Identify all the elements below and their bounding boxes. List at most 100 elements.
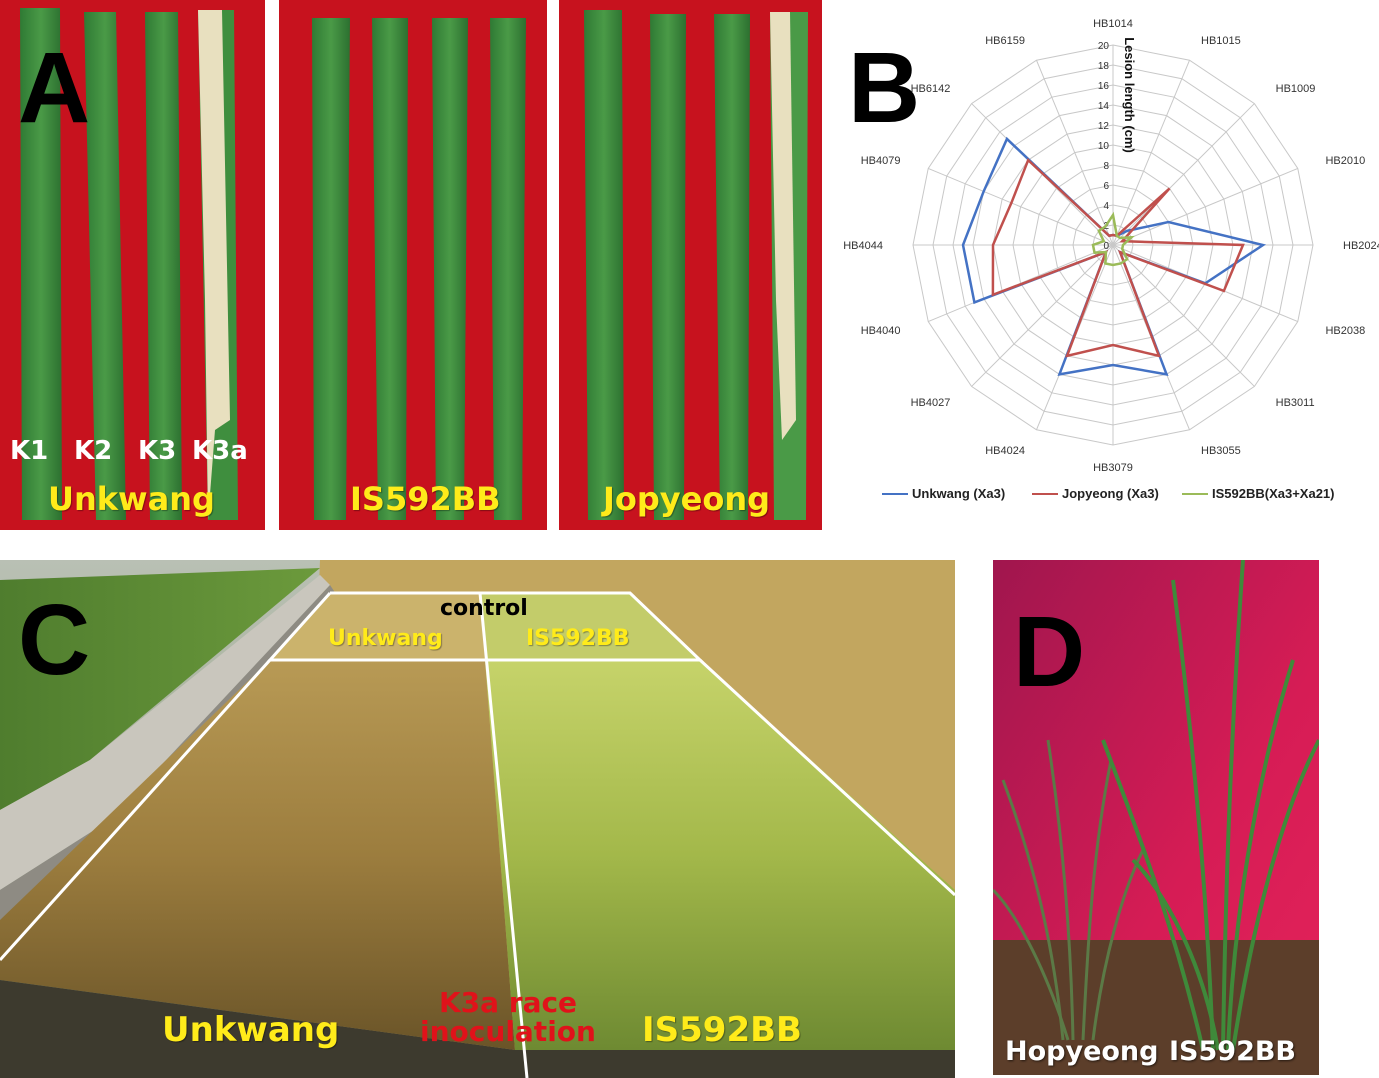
field-photo — [0, 560, 955, 1078]
legend-text-is592bb: IS592BB(Xa3+Xa21) — [1212, 486, 1335, 501]
tick-label-8: 8 — [1103, 161, 1109, 172]
panel-a-letter: A — [18, 32, 91, 144]
spoke-hb6159 — [1036, 60, 1114, 246]
panel-d: D Hopyeong IS592BB — [993, 560, 1319, 1075]
panel-c-letter: C — [18, 584, 91, 696]
spoke-hb1015 — [1112, 60, 1190, 246]
category-label-hb3079: HB3079 — [1093, 462, 1133, 474]
control-is592bb-label: IS592BB — [526, 626, 630, 651]
legend-swatch-is592bb — [1182, 492, 1208, 495]
legend-text-unkwang: Unkwang (Xa3) — [912, 486, 1006, 501]
leaf-label-k3: K3 — [138, 436, 177, 466]
hopyeong-label: Hopyeong — [1005, 1036, 1159, 1067]
panel-c: C control Unkwang IS592BB K3a race inocu… — [0, 560, 955, 1078]
legend-text-jopyeong: Jopyeong (Xa3) — [1062, 486, 1159, 501]
spoke-hb4079 — [928, 168, 1114, 246]
leaf-is-4 — [490, 18, 526, 520]
category-label-hb2010: HB2010 — [1325, 155, 1365, 167]
series-line-2 — [1091, 211, 1135, 267]
category-label-hb6159: HB6159 — [985, 35, 1025, 47]
tick-label-16: 16 — [1098, 81, 1110, 92]
leaf-is-1 — [312, 18, 350, 520]
lesion-jo-4 — [770, 12, 796, 440]
tick-label-12: 12 — [1098, 121, 1110, 132]
tick-label-6: 6 — [1103, 181, 1109, 192]
leaf-label-k3a: K3a — [192, 436, 248, 466]
spoke-hb4027 — [971, 244, 1114, 387]
cultivar-label-jopyeong: Jopyeong — [603, 480, 771, 518]
tick-label-10: 10 — [1098, 141, 1110, 152]
category-label-hb1014: HB1014 — [1093, 18, 1133, 30]
plant-hopyeong — [993, 739, 1145, 1041]
plant-photo — [993, 560, 1319, 1075]
plant-is592bb — [1101, 560, 1319, 1051]
category-label-hb4027: HB4027 — [911, 397, 951, 409]
tick-label-14: 14 — [1098, 101, 1110, 112]
plot-unkwang — [0, 660, 515, 1050]
legend-item-jopyeong: Jopyeong (Xa3) — [1032, 486, 1159, 501]
tick-label-0: 0 — [1103, 241, 1109, 252]
radar-legend: Unkwang (Xa3) Jopyeong (Xa3) IS592BB(Xa3… — [882, 486, 1362, 506]
water-channel — [0, 980, 955, 1078]
leaf-jo-1 — [584, 10, 624, 520]
bottom-is592bb-label: IS592BB — [642, 1010, 802, 1050]
leaf-k3 — [145, 12, 182, 520]
frame-line-left — [0, 658, 272, 962]
frame-line-middle — [478, 592, 529, 1078]
soil — [993, 940, 1319, 1075]
tick-label-4: 4 — [1103, 201, 1109, 212]
series-line-0 — [961, 136, 1267, 376]
spoke-hb1009 — [1112, 103, 1255, 246]
leaf-jo-3 — [714, 14, 750, 520]
category-label-hb2038: HB2038 — [1325, 325, 1365, 337]
lesion-k3a — [198, 10, 230, 520]
category-label-hb4079: HB4079 — [861, 155, 901, 167]
legend-swatch-unkwang — [882, 492, 908, 495]
leaf-jo-2 — [650, 14, 686, 520]
frame-line-right — [698, 658, 955, 897]
control-strip-green — [480, 593, 700, 660]
category-label-hb3011: HB3011 — [1276, 397, 1315, 409]
control-unkwang-label: Unkwang — [328, 626, 443, 651]
leaf-label-k1: K1 — [10, 436, 49, 466]
category-label-hb4044: HB4044 — [843, 240, 883, 252]
category-label-hb2024: HB2024 — [1343, 240, 1379, 252]
cultivar-label-unkwang: Unkwang — [48, 480, 215, 518]
category-label-hb1009: HB1009 — [1276, 83, 1316, 95]
panel-d-letter: D — [1013, 596, 1086, 708]
panel-b-letter: B — [848, 32, 921, 144]
panel-a: A K1 K2 K3 K3a Unkwang IS592BB Jopyeong — [0, 0, 830, 530]
category-label-hb6142: HB6142 — [911, 83, 951, 95]
inoculation-line1: K3a race — [438, 986, 578, 1019]
leaf-label-k2: K2 — [74, 436, 113, 466]
legend-swatch-jopyeong — [1032, 492, 1058, 495]
inoculation-label: K3a race inoculation — [408, 988, 608, 1047]
radar-axis-label: Lesion length (cm) — [1122, 37, 1137, 153]
bottom-unkwang-label: Unkwang — [162, 1010, 340, 1050]
category-label-hb4024: HB4024 — [985, 445, 1025, 457]
legend-item-is592bb: IS592BB(Xa3+Xa21) — [1182, 486, 1335, 501]
plot-is592bb — [485, 660, 955, 1050]
tick-label-20: 20 — [1098, 41, 1110, 52]
tick-label-18: 18 — [1098, 61, 1110, 72]
inoculation-line2: inoculation — [420, 1015, 596, 1049]
leaf-k2 — [84, 12, 126, 520]
leaf-photo-board — [0, 0, 822, 530]
grass-embankment — [0, 568, 320, 810]
leaf-k1 — [20, 8, 62, 520]
spoke-hb2010 — [1112, 168, 1298, 246]
category-label-hb4040: HB4040 — [861, 325, 901, 337]
legend-item-unkwang: Unkwang (Xa3) — [882, 486, 1005, 501]
control-label: control — [440, 596, 528, 621]
spoke-hb3011 — [1112, 244, 1255, 387]
cultivar-label-is592bb: IS592BB — [350, 480, 501, 518]
series-line-1 — [991, 157, 1245, 358]
is592bb-plant-label: IS592BB — [1169, 1036, 1297, 1067]
leaf-is-2 — [372, 18, 408, 520]
concrete-wall — [0, 575, 330, 890]
leaf-is-3 — [432, 18, 468, 520]
category-label-hb3055: HB3055 — [1201, 445, 1241, 457]
category-label-hb1015: HB1015 — [1201, 35, 1241, 47]
